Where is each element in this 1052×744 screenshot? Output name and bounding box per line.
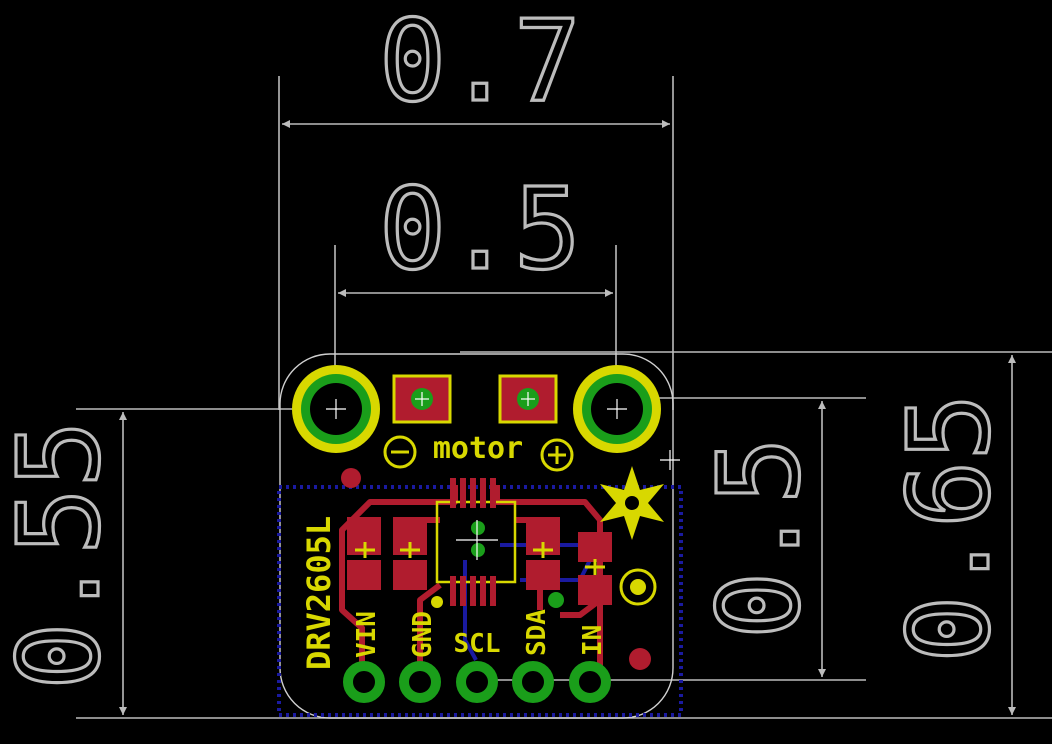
pin-label-in: IN: [578, 625, 608, 656]
pin-label-scl: SCL: [454, 629, 501, 659]
vias: [341, 468, 651, 670]
pin-labels: VIN GND SCL SDA IN: [352, 609, 608, 659]
component-silk-markers: [355, 542, 605, 575]
logo-star-icon: [600, 466, 664, 540]
dimension-width-inner: 0.5: [379, 165, 581, 295]
plus-symbol-icon: [540, 438, 574, 472]
header-pads: [343, 661, 611, 703]
minus-symbol-icon: [383, 435, 417, 469]
chip-pins: [450, 478, 496, 606]
component-pads: [347, 517, 612, 605]
dimension-right-outer: 0.65: [885, 393, 1015, 663]
dimension-width-outer: 0.7: [379, 0, 581, 127]
fiducial-icon: [619, 568, 657, 606]
part-label: DRV2605L: [300, 516, 338, 670]
pcb-board: motor DRV2605L VIN GND SCL SDA IN: [277, 353, 683, 719]
pin-label-vin: VIN: [352, 611, 382, 658]
dimension-left-height: 0.55: [0, 420, 125, 690]
pin-label-sda: SDA: [522, 609, 552, 656]
pin-label-gnd: GND: [408, 611, 438, 658]
crosshair-markers: [326, 392, 680, 560]
motor-label: motor: [433, 431, 523, 466]
dimension-right-inner: 0.5: [695, 437, 825, 639]
chip-outline: [435, 500, 517, 584]
